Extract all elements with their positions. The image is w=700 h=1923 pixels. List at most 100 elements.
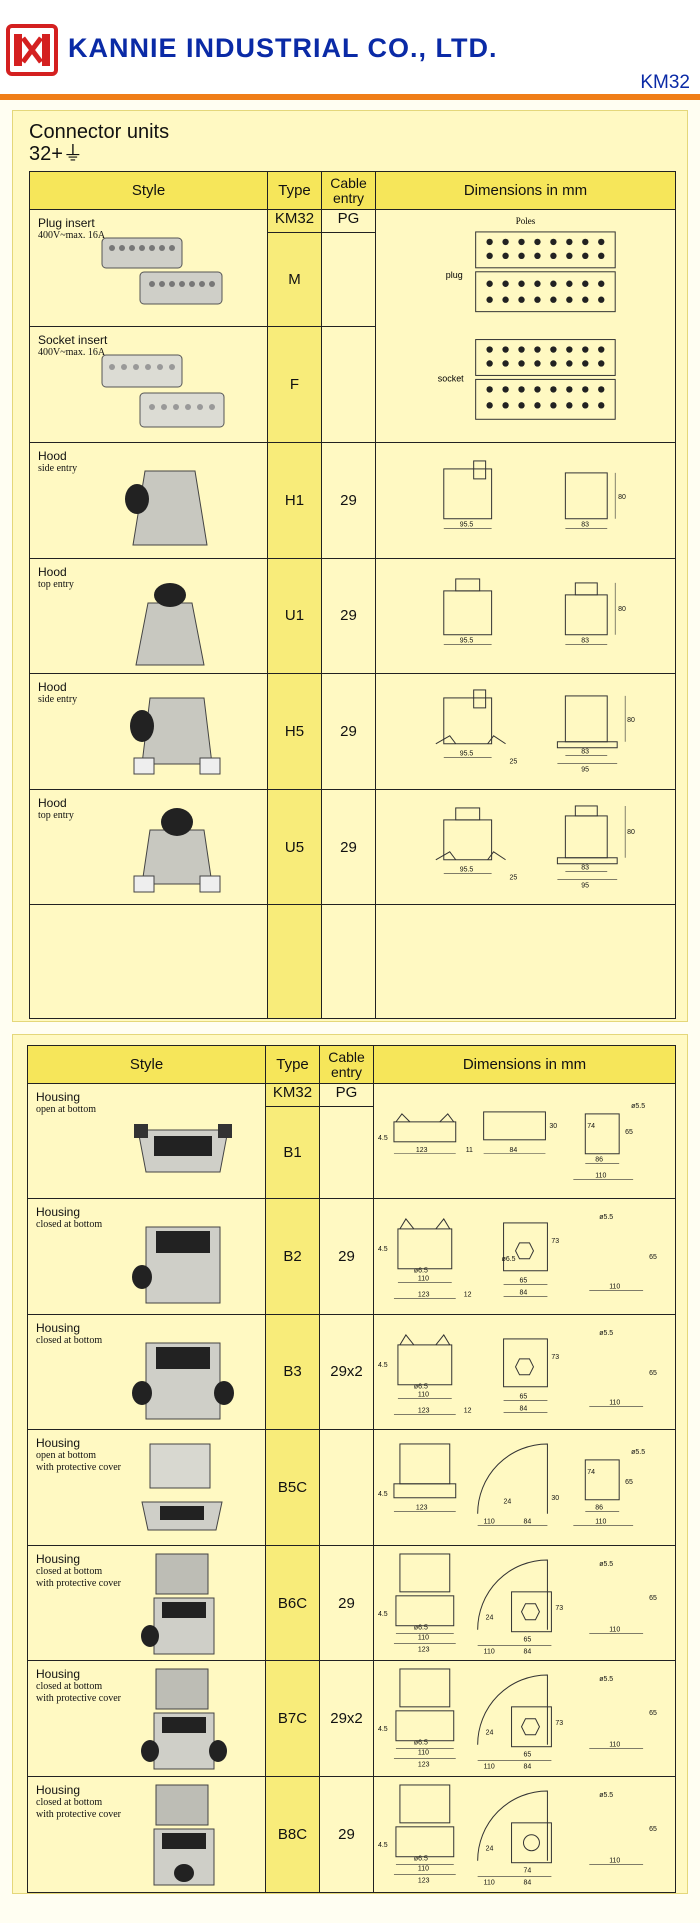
dim-label: 110 [484, 1764, 495, 1771]
dim-label: 73 [551, 1353, 559, 1360]
pole-contact [486, 252, 493, 260]
header-divider [0, 94, 700, 100]
cable-B7C: 29x2 [319, 1660, 374, 1778]
dim-label: ø6.5 [502, 1256, 516, 1263]
type-sub: KM32 [265, 1083, 320, 1107]
type-B3: B3 [265, 1313, 320, 1431]
pole-contact [598, 252, 605, 260]
dim-label: 110 [595, 1173, 606, 1180]
col-dims: Dimensions in mm [373, 1045, 676, 1084]
row-desc: side entry [38, 694, 78, 706]
housing-cover-closed-2entry-image [141, 1668, 227, 1770]
pole-contact [534, 402, 541, 409]
dim-label: 95 [581, 767, 589, 774]
pole-contact [534, 238, 541, 246]
dim-label: 4.5 [378, 1611, 388, 1618]
dim-label: ø5.5 [631, 1449, 645, 1456]
dim-label: 110 [418, 1391, 429, 1398]
pole-contact [534, 360, 541, 367]
col-style: Style [29, 171, 268, 210]
cable-B3: 29x2 [319, 1313, 374, 1431]
hood-top-lever-image [133, 807, 221, 893]
pole-contact [486, 346, 493, 353]
pole-contact [486, 402, 493, 409]
dim-label: 11 [466, 1147, 473, 1154]
row-plug-insert: Plug insert 400V~max. 16A [29, 209, 268, 327]
pole-contact [598, 402, 605, 409]
pole-contact [502, 296, 509, 303]
cable-B5C [319, 1429, 374, 1546]
type-F: F [267, 326, 322, 443]
dim-label: 123 [418, 1762, 430, 1769]
plug-insert-image [101, 237, 223, 305]
company-name: KANNIE INDUSTRIAL CO., LTD. [68, 33, 498, 63]
dim-label: 123 [418, 1646, 430, 1653]
pole-contact [534, 296, 541, 303]
dim-label: 4.5 [378, 1246, 388, 1253]
dim-label: ø5.5 [599, 1676, 613, 1683]
pole-contact [502, 386, 509, 393]
dim-label: 74 [587, 1123, 595, 1130]
dim-label: 123 [418, 1878, 430, 1885]
dim-label: 73 [555, 1605, 563, 1612]
pole-contact [502, 346, 509, 353]
row-desc: closed at bottom with protective cover [36, 1681, 121, 1705]
dim-label: 65 [520, 1393, 528, 1400]
company-logo [6, 24, 58, 76]
dim-label: 110 [418, 1866, 429, 1873]
dim-label: 80 [618, 494, 626, 501]
section-title: Connector units [29, 121, 170, 143]
dim-label: 123 [418, 1407, 430, 1414]
dim-label: 123 [416, 1505, 428, 1512]
poles-diagram: Poles plug socket [375, 209, 676, 443]
cable-H1: 29 [321, 442, 376, 559]
dim-label: 65 [649, 1826, 657, 1833]
dim-label: 110 [418, 1276, 429, 1283]
dim-label: ø5.5 [599, 1792, 613, 1799]
dim-label: 74 [524, 1868, 532, 1875]
pole-contact [566, 402, 573, 409]
pole-contact [518, 402, 525, 409]
row-style: Hood [38, 449, 67, 463]
pole-contact [518, 386, 525, 393]
type-B1: B1 [265, 1106, 320, 1199]
row-desc: 400V~max. 16A [38, 347, 106, 358]
dim-label: 86 [595, 1505, 603, 1512]
dim-label: 110 [484, 1519, 495, 1526]
pole-contact [582, 238, 589, 246]
pole-contact [502, 280, 509, 287]
type-B6C: B6C [265, 1544, 320, 1662]
pole-contact [550, 386, 557, 393]
pole-contact [518, 296, 525, 303]
dim-label: 4.5 [378, 1361, 388, 1368]
row-desc: top entry [38, 578, 74, 590]
col-cable: Cable entry [321, 171, 376, 210]
dim-label: 65 [520, 1278, 528, 1285]
pole-contact [486, 386, 493, 393]
pole-contact [566, 238, 573, 246]
cable-B8C: 29 [319, 1776, 374, 1893]
pole-contact [534, 346, 541, 353]
housings-panel: Style Type Cable entry Dimensions in mm … [12, 1034, 688, 1894]
poles-label: Poles [516, 216, 536, 226]
pole-contact [582, 360, 589, 367]
dim-label: ø6.5 [414, 1625, 428, 1632]
dim-label: 84 [510, 1147, 518, 1154]
dim-label: 12 [464, 1407, 472, 1414]
pole-contact [566, 346, 573, 353]
row-desc: closed at bottom [36, 1334, 103, 1346]
dim-label: 65 [649, 1254, 657, 1261]
pole-contact [534, 386, 541, 393]
pole-contact [486, 238, 493, 246]
cable-B1 [319, 1106, 374, 1199]
dim-label: 30 [549, 1123, 557, 1130]
pole-contact [566, 360, 573, 367]
dim-label: 24 [486, 1615, 494, 1622]
pole-contact [582, 296, 589, 303]
